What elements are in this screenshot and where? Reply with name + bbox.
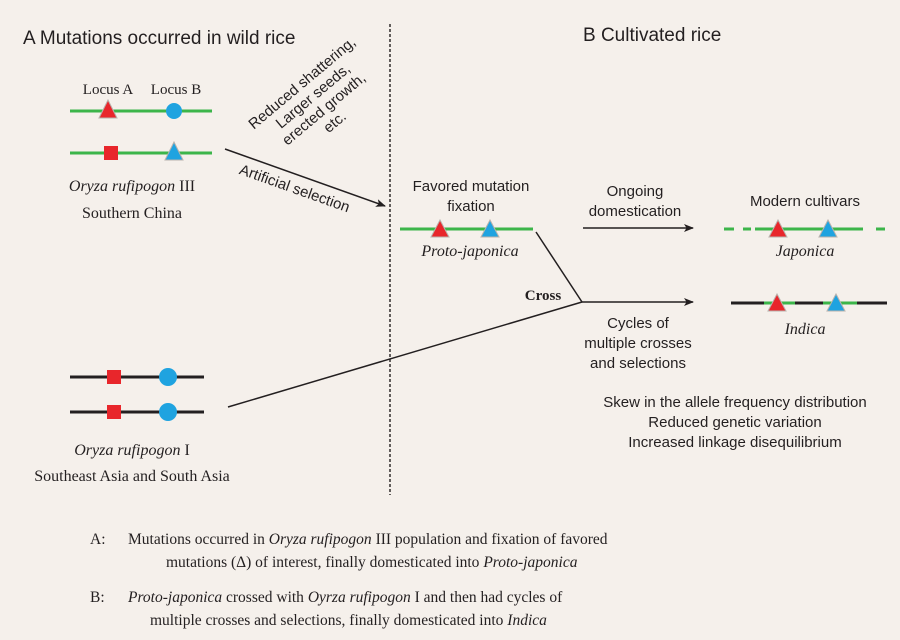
locus-b-label: Locus B [151,82,201,98]
proto-locus-b-triangle [480,218,500,238]
locus-b-mutant-triangle [164,140,184,161]
japonica-label: Japonica [776,243,835,260]
indica-label: Indica [784,321,826,338]
caption-b-line-2: multiple crosses and selections, finally… [150,611,547,631]
effect-line-3: Increased linkage disequilibrium [628,434,841,451]
caption-text: III population and fixation of favored [371,531,608,548]
modern-cultivars-label: Modern cultivars [750,193,860,210]
caption-a-line-2: mutations (Δ) of interest, finally domes… [166,553,577,573]
effect-line-2: Reduced genetic variation [648,414,821,431]
pop3-species: Oryza rufipogon [69,178,175,195]
caption-text: Mutations occurred in [128,531,269,548]
caption-species: Proto-japonica [483,554,578,571]
cross-label: Cross [525,288,562,304]
locus-a-wild-square [104,146,118,160]
cycles-line-2: multiple crosses [584,335,692,352]
caption-b-line-1: Proto-japonica crossed with Oyrza rufipo… [128,588,562,608]
pop1-locus-b-circle [159,403,177,421]
pop1-species-label: Oryza rufipogon I [74,442,190,459]
caption-text: mutations (Δ) of interest, finally domes… [166,554,484,571]
locus-a-mutant-triangle [98,98,118,119]
japonica-locus-b-triangle [818,218,838,238]
panel-a-title: A Mutations occurred in wild rice [23,28,295,49]
caption-text: I and then had cycles of [410,589,563,606]
effect-line-1: Skew in the allele frequency distributio… [603,394,866,411]
locus-b-wild-circle [166,103,182,119]
pop1-locus-a-square [107,405,121,419]
proto-japonica-label: Proto-japonica [420,243,518,260]
pop3-suffix: III [175,178,195,195]
pop3-chromosome-1 [70,98,212,119]
pop1-locus-b-circle [159,368,177,386]
japonica-chromosome [724,218,885,238]
caption-a-line-1: Mutations occurred in Oryza rufipogon II… [128,530,608,550]
proto-locus-a-triangle [430,218,450,238]
pop1-cross-line [227,301,583,408]
caption-species: Oryza rufipogon [268,531,372,548]
caption-text: multiple crosses and selections, finally… [150,612,508,629]
indica-locus-a-triangle [767,292,787,312]
pop3-region-label: Southern China [82,205,182,222]
pop1-chromosome-2 [70,403,204,421]
pop1-suffix: I [180,442,189,459]
cycles-line-3: and selections [590,355,686,372]
caption-species: Oyrza rufipogon [307,589,411,606]
fixation-line-2: fixation [447,198,495,215]
proto-cross-line [535,231,583,303]
japonica-locus-a-triangle [768,218,788,238]
pop1-region-label: Southeast Asia and South Asia [34,468,230,485]
locus-a-label: Locus A [83,82,134,98]
artificial-selection-arrow [224,148,386,207]
fixation-line-1: Favored mutation [413,178,530,195]
caption-a-label: A: [90,531,106,548]
pop1-chromosome-1 [70,368,204,386]
caption-species: Proto-japonica [128,589,223,606]
ongoing-line-2: domestication [589,203,682,220]
caption-species: Indica [507,612,547,629]
cycles-line-1: Cycles of [607,315,670,332]
caption-b: B: Proto-japonica crossed with Oyrza ruf… [90,588,650,632]
pop3-chromosome-2 [70,140,212,161]
caption-text: crossed with [222,589,308,606]
pop1-species: Oryza rufipogon [74,442,180,459]
proto-japonica-chromosome [400,218,533,238]
caption-b-label: B: [90,589,105,606]
pop3-species-label: Oryza rufipogon III [69,178,195,195]
pop1-locus-a-square [107,370,121,384]
indica-chromosome [731,292,887,312]
indica-locus-b-triangle [826,292,846,312]
caption-a: A: Mutations occurred in Oryza rufipogon… [90,530,650,574]
ongoing-line-1: Ongoing [607,183,664,200]
traits-text: Reduced shattering, Larger seeds, erecte… [245,34,369,149]
panel-b-title: B Cultivated rice [583,25,721,46]
